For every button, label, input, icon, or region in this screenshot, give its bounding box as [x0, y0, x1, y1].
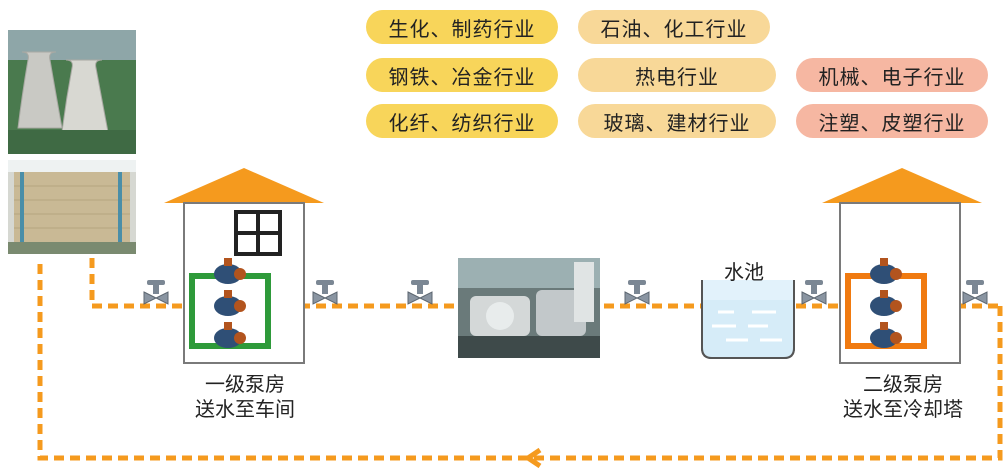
pump-house-1-desc: 送水至车间 — [195, 397, 295, 421]
industry-pill-fiber: 化纤、纺织行业 — [366, 104, 558, 138]
industry-pill-petrochemical: 石油、化工行业 — [578, 10, 770, 44]
valve-icon — [407, 280, 433, 305]
industry-pill-machinery: 机械、电子行业 — [796, 58, 988, 92]
pump-house-2 — [822, 168, 982, 364]
flow-line — [37, 258, 1003, 461]
pump-icon — [214, 290, 246, 316]
valve-icon — [801, 280, 827, 305]
window-icon — [234, 210, 282, 256]
industry-pill-pharma: 生化、制药行业 — [366, 10, 558, 44]
valve-icon — [312, 280, 338, 305]
pool-label: 水池 — [724, 260, 764, 284]
water-pool — [701, 280, 795, 359]
valve-icon — [962, 280, 988, 305]
industry-pill-plastics: 注塑、皮塑行业 — [796, 104, 988, 138]
tower-unit-photo — [8, 160, 136, 254]
workshop-equipment-photo — [458, 258, 600, 358]
pump-house-2-desc: 送水至冷却塔 — [843, 397, 963, 421]
pump-icon — [870, 290, 902, 316]
pump-house-1 — [164, 168, 324, 364]
pump-icon — [214, 322, 246, 348]
industry-pill-thermal-power: 热电行业 — [578, 58, 776, 92]
pump-house-1-caption: 一级泵房 送水至车间 — [170, 372, 320, 422]
pump-icon — [870, 322, 902, 348]
cooling-tower-photo — [8, 30, 136, 154]
flow-arrow — [523, 447, 542, 468]
pump-house-2-title: 二级泵房 — [863, 372, 943, 396]
industry-pill-glass: 玻璃、建材行业 — [578, 104, 776, 138]
pump-icon — [214, 258, 246, 284]
pump-icon — [870, 258, 902, 284]
valve-icon — [143, 280, 169, 305]
industry-pill-steel: 钢铁、冶金行业 — [366, 58, 558, 92]
valve-icon — [624, 280, 650, 305]
pump-house-1-title: 一级泵房 — [205, 372, 285, 396]
pump-house-2-caption: 二级泵房 送水至冷却塔 — [818, 372, 988, 422]
